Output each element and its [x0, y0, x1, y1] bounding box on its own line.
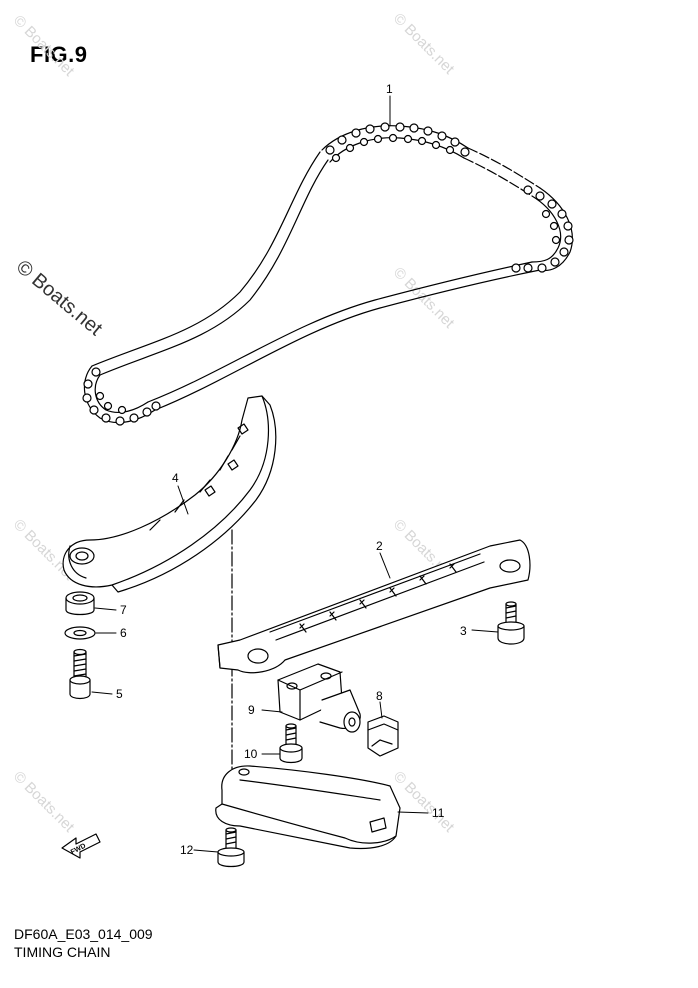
callout-7: 7 [120, 603, 127, 617]
callout-10: 10 [244, 747, 258, 761]
chain-tensioner [277, 663, 361, 733]
callout-2: 2 [376, 539, 383, 553]
washer [64, 626, 96, 640]
bolt-10 [279, 723, 303, 764]
figure-name: TIMING CHAIN [14, 944, 111, 960]
callout-6: 6 [120, 626, 127, 640]
callout-9: 9 [248, 703, 255, 717]
leader-lines [91, 95, 499, 853]
timing-chain [82, 122, 574, 426]
tensioner-arm [62, 395, 277, 593]
callout-5: 5 [116, 687, 123, 701]
chain-guide-lower [215, 765, 401, 850]
fwd-arrow-icon [61, 833, 101, 859]
figure-code: DF60A_E03_014_009 [14, 926, 153, 942]
bolt-12 [217, 827, 245, 868]
callout-1: 1 [386, 82, 393, 96]
callout-3: 3 [460, 624, 467, 638]
bushing [65, 591, 95, 616]
bolt-3 [497, 601, 525, 645]
callout-8: 8 [376, 689, 383, 703]
fig-title: FIG.9 [30, 42, 88, 67]
chain-guide [217, 539, 531, 674]
callout-12: 12 [180, 843, 194, 857]
bolt-5 [69, 648, 91, 700]
callout-labels: 1 2 3 4 5 6 7 8 9 10 11 12 FWD [70, 82, 467, 857]
callout-4: 4 [172, 471, 179, 485]
clip [367, 715, 399, 757]
callout-11: 11 [432, 806, 445, 820]
